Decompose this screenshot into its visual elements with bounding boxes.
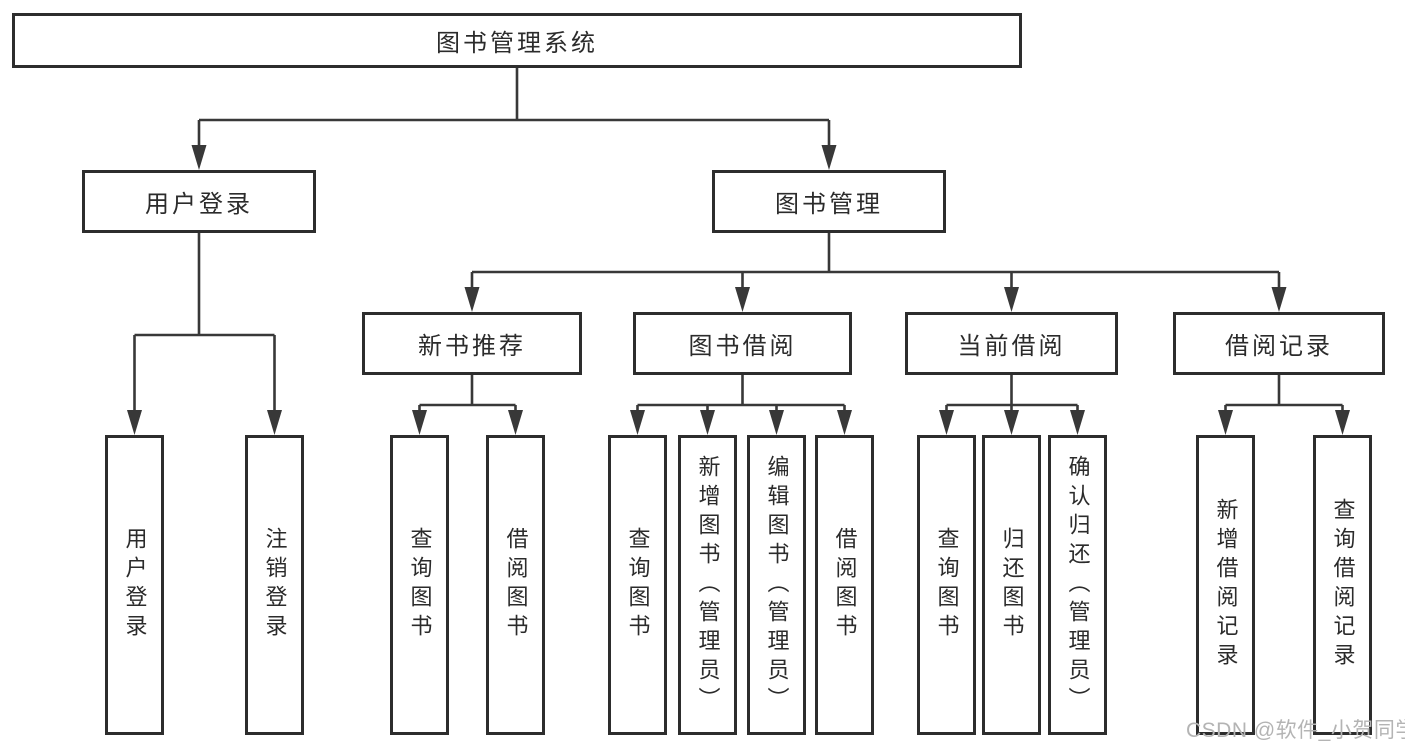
leaf-borrow-edit-book-admin-label: 编辑图书（管理员）: [764, 454, 790, 716]
leaf-borrow-borrow-book-label: 借阅图书: [832, 527, 858, 643]
leaf-records-add-record: 新增借阅记录: [1196, 435, 1255, 735]
leaf-current-return-book-label: 归还图书: [999, 527, 1025, 643]
node-root-label: 图书管理系统: [436, 30, 598, 57]
node-new-book-recommend: 新书推荐: [362, 312, 582, 375]
leaf-recommend-query-book: 查询图书: [390, 435, 449, 735]
leaf-login-user-login-label: 用户登录: [122, 527, 148, 643]
node-new-book-recommend-label: 新书推荐: [418, 333, 526, 360]
leaf-records-query-record: 查询借阅记录: [1313, 435, 1372, 735]
node-current-borrowing: 当前借阅: [905, 312, 1118, 375]
leaf-recommend-borrow-book: 借阅图书: [486, 435, 545, 735]
node-current-borrowing-label: 当前借阅: [957, 333, 1066, 360]
node-book-borrowing-label: 图书借阅: [688, 333, 797, 360]
leaf-recommend-query-book-label: 查询图书: [407, 527, 433, 643]
node-user-login: 用户登录: [82, 170, 316, 233]
leaf-login-logout-label: 注销登录: [262, 527, 288, 643]
leaf-current-return-book: 归还图书: [982, 435, 1041, 735]
node-book-management-label: 图书管理: [775, 191, 883, 218]
node-book-borrowing: 图书借阅: [633, 312, 852, 375]
leaf-current-query-book: 查询图书: [917, 435, 976, 735]
leaf-borrow-add-book-admin-label: 新增图书（管理员）: [695, 454, 721, 716]
leaf-current-confirm-return-admin: 确认归还（管理员）: [1048, 435, 1107, 735]
leaf-borrow-borrow-book: 借阅图书: [815, 435, 874, 735]
node-user-login-label: 用户登录: [145, 191, 253, 218]
leaf-login-user-login: 用户登录: [105, 435, 164, 735]
node-book-management: 图书管理: [712, 170, 946, 233]
node-root: 图书管理系统: [12, 13, 1022, 68]
leaf-recommend-borrow-book-label: 借阅图书: [503, 527, 529, 643]
leaf-login-logout: 注销登录: [245, 435, 304, 735]
node-borrow-records: 借阅记录: [1173, 312, 1385, 375]
leaf-records-query-record-label: 查询借阅记录: [1330, 498, 1356, 672]
watermark: CSDN @软件_小贺同学: [1186, 719, 1405, 742]
leaf-current-query-book-label: 查询图书: [934, 527, 960, 643]
leaf-borrow-edit-book-admin: 编辑图书（管理员）: [747, 435, 806, 735]
leaf-current-confirm-return-admin-label: 确认归还（管理员）: [1065, 454, 1091, 716]
leaf-records-add-record-label: 新增借阅记录: [1213, 498, 1239, 672]
node-borrow-records-label: 借阅记录: [1225, 333, 1333, 360]
leaf-borrow-query-book: 查询图书: [608, 435, 667, 735]
leaf-borrow-add-book-admin: 新增图书（管理员）: [678, 435, 737, 735]
leaf-borrow-query-book-label: 查询图书: [625, 527, 651, 643]
